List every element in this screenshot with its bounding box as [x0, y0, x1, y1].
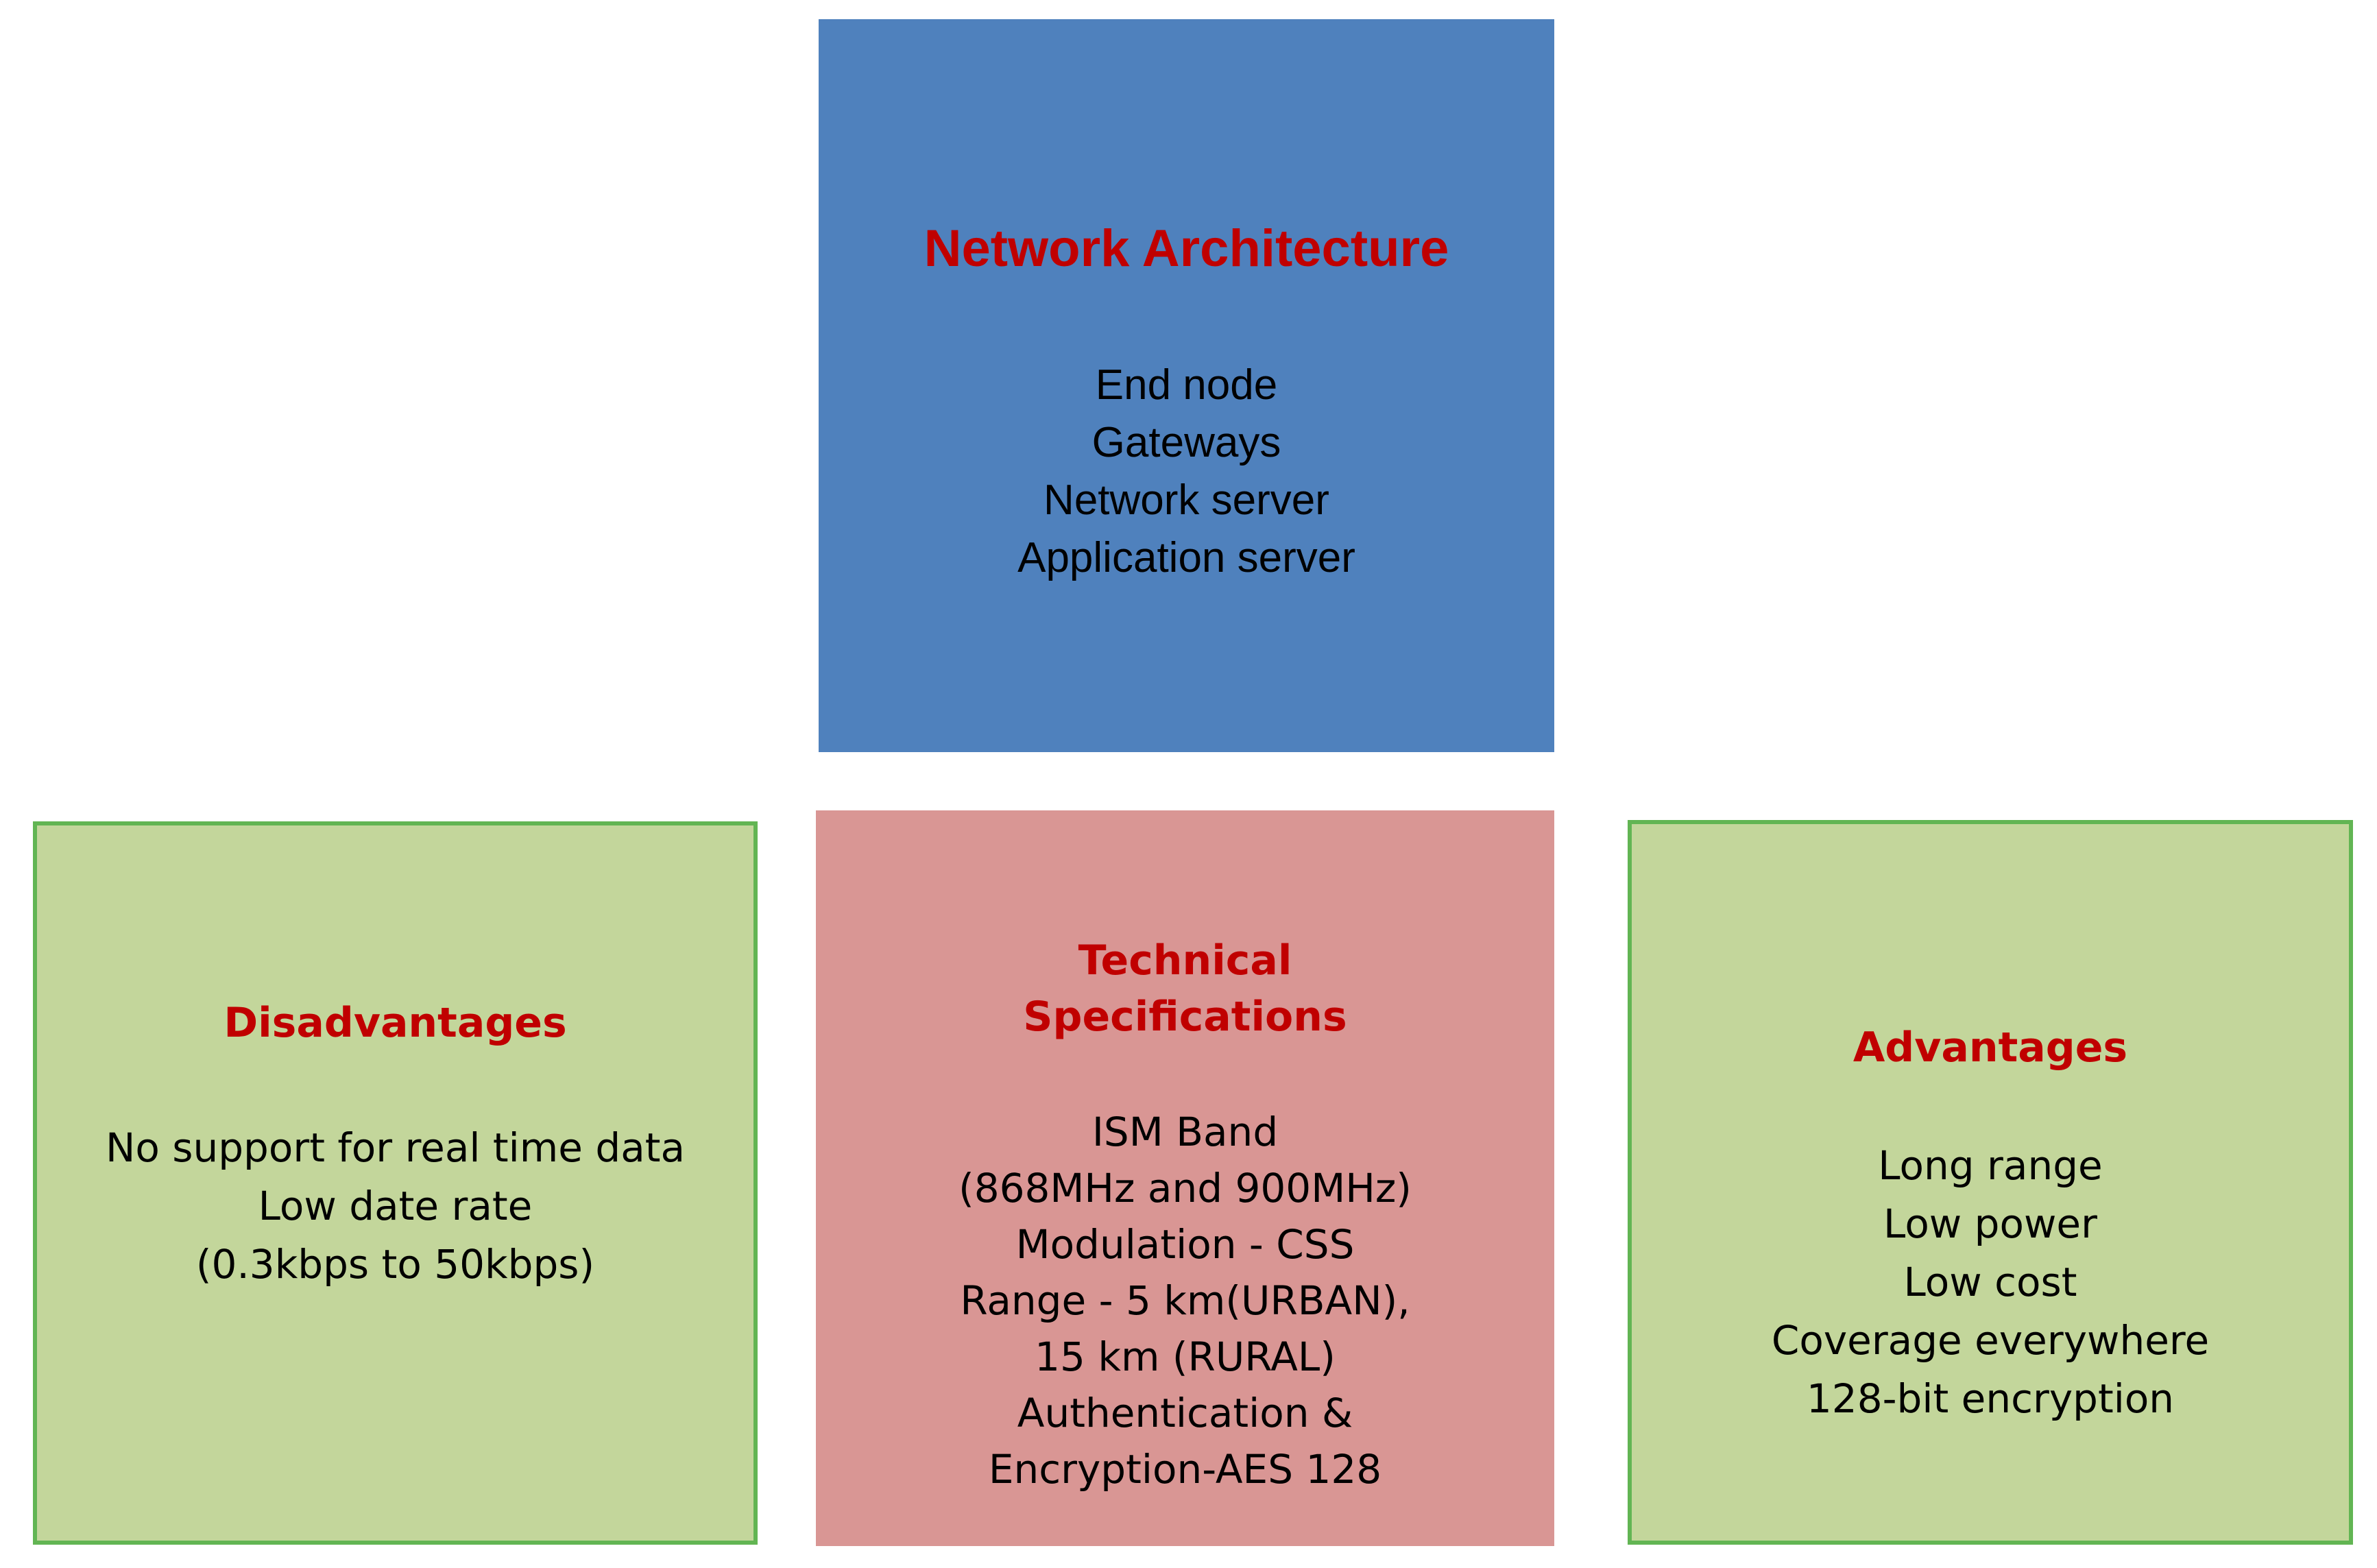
- list-item: Long range: [1878, 1142, 2103, 1189]
- list-item: Low power: [1883, 1201, 2097, 1247]
- advantages-items: Long range Low power Low cost Coverage e…: [1772, 1137, 2209, 1428]
- list-item: Low cost: [1903, 1259, 2077, 1305]
- list-item: 15 km (RURAL): [1035, 1334, 1336, 1380]
- list-item: Network server: [1043, 477, 1329, 524]
- advantages-title: Advantages: [1853, 1024, 2128, 1072]
- network-architecture-items: End node Gateways Network server Applica…: [1017, 357, 1355, 587]
- list-item: Low date rate: [258, 1183, 533, 1229]
- technical-specifications-items: ISM Band (868MHz and 900MHz) Modulation …: [958, 1104, 1412, 1497]
- technical-specifications-title: Technical Specifications: [1023, 932, 1347, 1045]
- advantages-box: Advantages Long range Low power Low cost…: [1628, 820, 2353, 1545]
- list-item: 128-bit encryption: [1806, 1375, 2175, 1422]
- list-item: Coverage everywhere: [1771, 1317, 2210, 1364]
- list-item: (868MHz and 900MHz): [958, 1165, 1412, 1211]
- title-line: Technical: [1078, 937, 1292, 985]
- list-item: End node: [1095, 361, 1278, 409]
- list-item: (0.3kbps to 50kbps): [195, 1241, 595, 1288]
- disadvantages-box: Disadvantages No support for real time d…: [33, 821, 758, 1545]
- list-item: No support for real time data: [105, 1124, 686, 1171]
- title-line: Specifications: [1023, 993, 1347, 1041]
- list-item: Range - 5 km(URBAN),: [960, 1277, 1410, 1324]
- list-item: Modulation - CSS: [1015, 1221, 1355, 1268]
- technical-specifications-box: Technical Specifications ISM Band (868MH…: [816, 810, 1554, 1546]
- network-architecture-box: Network Architecture End node Gateways N…: [819, 19, 1554, 752]
- disadvantages-title: Disadvantages: [224, 999, 567, 1047]
- list-item: Application server: [1017, 534, 1355, 581]
- list-item: ISM Band: [1091, 1109, 1279, 1155]
- list-item: Encryption-AES 128: [988, 1446, 1382, 1493]
- list-item: Gateways: [1091, 419, 1281, 466]
- list-item: Authentication &: [1017, 1390, 1353, 1436]
- network-architecture-title: Network Architecture: [924, 219, 1449, 278]
- disadvantages-items: No support for real time data Low date r…: [106, 1119, 685, 1294]
